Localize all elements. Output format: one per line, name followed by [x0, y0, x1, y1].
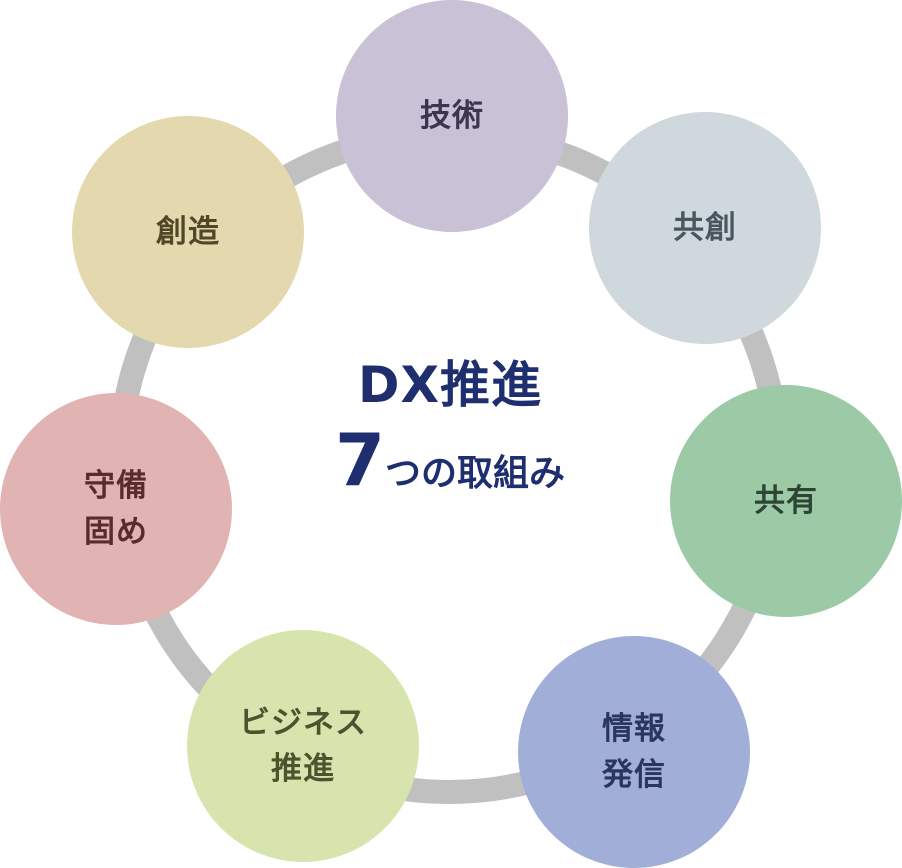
node-label-joho: 情報 発信 — [602, 711, 666, 793]
node-kyoyu: 共有 — [670, 385, 902, 617]
node-label-gijutsu: 技術 — [420, 98, 484, 134]
center-number: 7 — [334, 418, 386, 502]
node-biz: ビジネス 推進 — [187, 630, 419, 862]
center-subtitle: つの取組み — [385, 453, 566, 494]
node-label-kyoso: 共創 — [673, 210, 737, 246]
node-label-biz: ビジネス 推進 — [239, 705, 367, 787]
node-joho: 情報 発信 — [518, 636, 750, 868]
node-kyoso: 共創 — [589, 112, 821, 344]
node-shubi: 守備 固め — [0, 393, 232, 625]
node-label-shubi: 守備 固め — [84, 468, 148, 550]
node-sozo: 創造 — [72, 116, 304, 348]
center-subtitle-line: 7つの取組み — [300, 420, 600, 520]
node-label-sozo: 創造 — [156, 214, 220, 250]
center-title-block: DX推進 7つの取組み — [300, 350, 600, 530]
node-label-kyoyu: 共有 — [754, 483, 818, 519]
node-gijutsu: 技術 — [336, 0, 568, 232]
center-title: DX推進 — [357, 356, 543, 414]
